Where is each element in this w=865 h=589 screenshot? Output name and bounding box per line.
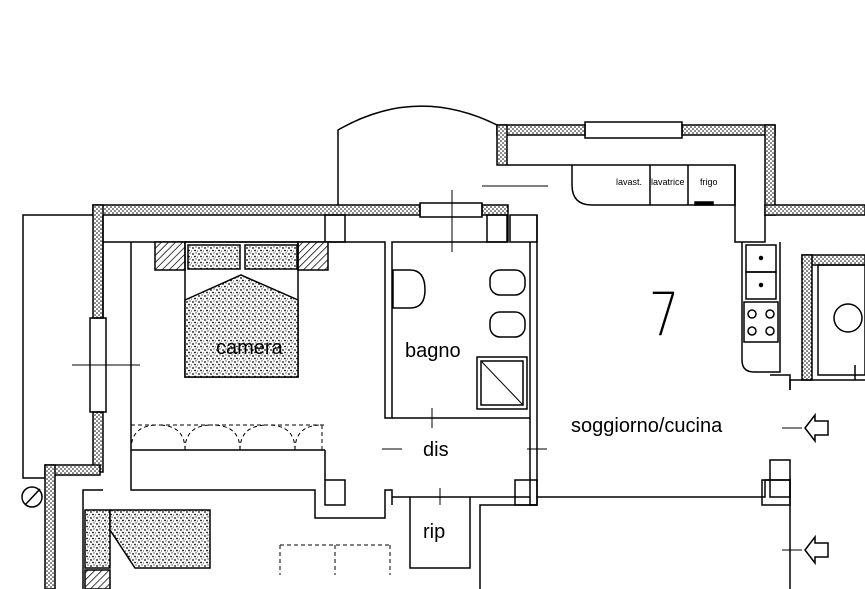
room-label-soggiorno: soggiorno/cucina — [571, 415, 723, 437]
appliance-frigo: frigo — [700, 177, 718, 187]
elevator — [817, 264, 865, 376]
window-bagno — [419, 202, 483, 218]
kitchen-counter-side — [741, 242, 781, 373]
bed2-icon — [109, 509, 211, 569]
kitchen-counter — [571, 165, 736, 206]
room-label-camera: camera — [216, 337, 283, 359]
room-label-dis: dis — [423, 439, 449, 461]
appliance-lavastoviglie: lavast. — [616, 177, 643, 187]
interior-walls — [82, 164, 865, 589]
appliance-lavatrice: lavatrice — [651, 177, 685, 187]
window-kitchen — [584, 121, 683, 139]
bidet-icon — [489, 269, 526, 296]
room-label-rip: rip — [423, 521, 446, 543]
accessibility-icon — [833, 303, 863, 333]
entrance-arrow-icon — [804, 412, 829, 444]
entrance-arrow-icon-2 — [804, 534, 829, 566]
bed-icon — [154, 241, 329, 378]
unit-number: 7 — [648, 280, 680, 350]
shower-icon — [476, 356, 528, 410]
north-symbol-icon — [21, 486, 43, 508]
balcony — [22, 214, 93, 479]
toilet-icon — [392, 269, 426, 309]
balcony-bay — [337, 105, 498, 205]
bed2-pillow — [84, 509, 111, 569]
room-label-bagno: bagno — [405, 340, 461, 362]
exterior-walls — [44, 124, 865, 589]
wardrobe-icon — [130, 424, 391, 575]
sink-bath-icon — [489, 311, 526, 338]
stove-icon — [743, 301, 779, 343]
